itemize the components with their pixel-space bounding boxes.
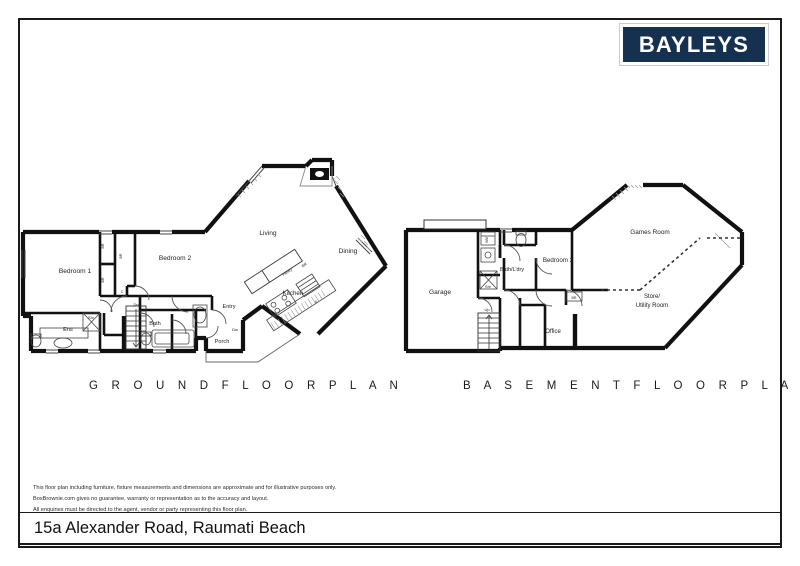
logo-background: BAYLEYS: [623, 27, 765, 62]
label-ensuite: Ens: [63, 327, 73, 333]
disclaimer-line-1: This floor plan including furniture, fix…: [33, 485, 337, 491]
label-garage: Garage: [429, 289, 451, 296]
label-stairs-down: Dn: [133, 302, 138, 307]
label-cupboard-hall: C: [121, 290, 124, 294]
label-entry: Entry: [222, 304, 235, 310]
address-divider-top: [18, 512, 782, 513]
label-robe-3: BR: [119, 253, 123, 258]
logo-wordmark: BAYLEYS: [638, 31, 750, 57]
address-divider-bottom: [18, 543, 782, 545]
disclaimer-line-3: All enquiries must be directed to the ag…: [33, 506, 248, 513]
basement-openings: [423, 184, 731, 249]
label-kitchen: Kitchen: [283, 290, 304, 297]
label-cupboard-entry: Dw: [232, 327, 238, 332]
property-address: 15a Alexander Road, Raumati Beach: [34, 519, 306, 537]
label-dining: Dining: [339, 248, 358, 255]
basement-fixtures: [479, 230, 583, 302]
label-bedroom-1: Bedroom 1: [59, 268, 92, 275]
stairs-down-graphic: [125, 305, 147, 350]
label-bath-laundry: Bath/L'dry: [500, 267, 524, 273]
label-fridge: Pantry: [282, 267, 293, 276]
basement-interior-walls: [476, 230, 608, 348]
ground-floor-plan: Bedroom 1 Bedroom 2 Living Dining Kitche…: [20, 157, 388, 363]
label-dishwasher: F: [314, 299, 319, 304]
bayleys-logo: BAYLEYS: [619, 23, 769, 66]
label-office: Office: [545, 329, 561, 335]
fireplace: [299, 165, 333, 187]
label-shower-ensuite: Shr: [88, 316, 95, 320]
label-living: Living: [259, 230, 277, 237]
label-robe-2: BR: [101, 277, 105, 282]
page-border: [18, 18, 782, 548]
label-games-room: Games Room: [630, 229, 669, 236]
label-stairs-up: Up: [484, 307, 490, 312]
label-shower-basement: Shr: [485, 285, 492, 289]
label-utility-room: Utility Room: [636, 303, 668, 309]
label-porch: Porch: [215, 339, 230, 345]
basement-door-swings: [477, 244, 583, 313]
stairs-up-graphic: [477, 312, 501, 352]
label-store: Store/: [644, 294, 660, 300]
porch-outline: [205, 333, 301, 363]
label-robe-bedroom-3: BR: [572, 296, 577, 300]
ground-room-labels: Bedroom 1 Bedroom 2 Living Dining Kitche…: [59, 230, 358, 345]
label-washing-machine: WM: [485, 237, 489, 243]
label-bedroom-3: Bedroom 3: [543, 257, 574, 264]
games-store-divider: [601, 237, 742, 291]
basement-fixture-labels: WM Shr Up BR: [484, 237, 576, 312]
ground-exterior-walls: [20, 157, 388, 354]
label-robe-1: BR: [101, 243, 105, 248]
label-bedroom-2: Bedroom 2: [159, 255, 192, 262]
basement-floor-title: B A S E M E N T F L O O R P L A N: [463, 380, 800, 392]
label-pantry: BR: [301, 262, 308, 268]
disclaimer-block: This floor plan including furniture, fix…: [33, 483, 463, 516]
label-bath: Bath: [149, 321, 161, 327]
basement-floor-plan: Garage Bath/L'dry Bedroom 3 Office Games…: [403, 182, 745, 354]
basement-exterior-walls: [403, 182, 745, 354]
kitchen-fixtures: [243, 248, 337, 332]
ground-door-swings: [99, 285, 227, 339]
basement-room-labels: Garage Bath/L'dry Bedroom 3 Office Games…: [429, 229, 670, 335]
ground-windows: [21, 165, 373, 354]
disclaimer-line-2: BoxBrownie.com gives no guarantee, warra…: [33, 495, 269, 502]
ground-fixture-labels: BR BR BR C Dn Shr BR Pantry F Dw: [88, 243, 319, 332]
ground-floor-title: G R O U N D F L O O R P L A N: [89, 380, 403, 392]
ground-fixtures: [30, 304, 208, 349]
